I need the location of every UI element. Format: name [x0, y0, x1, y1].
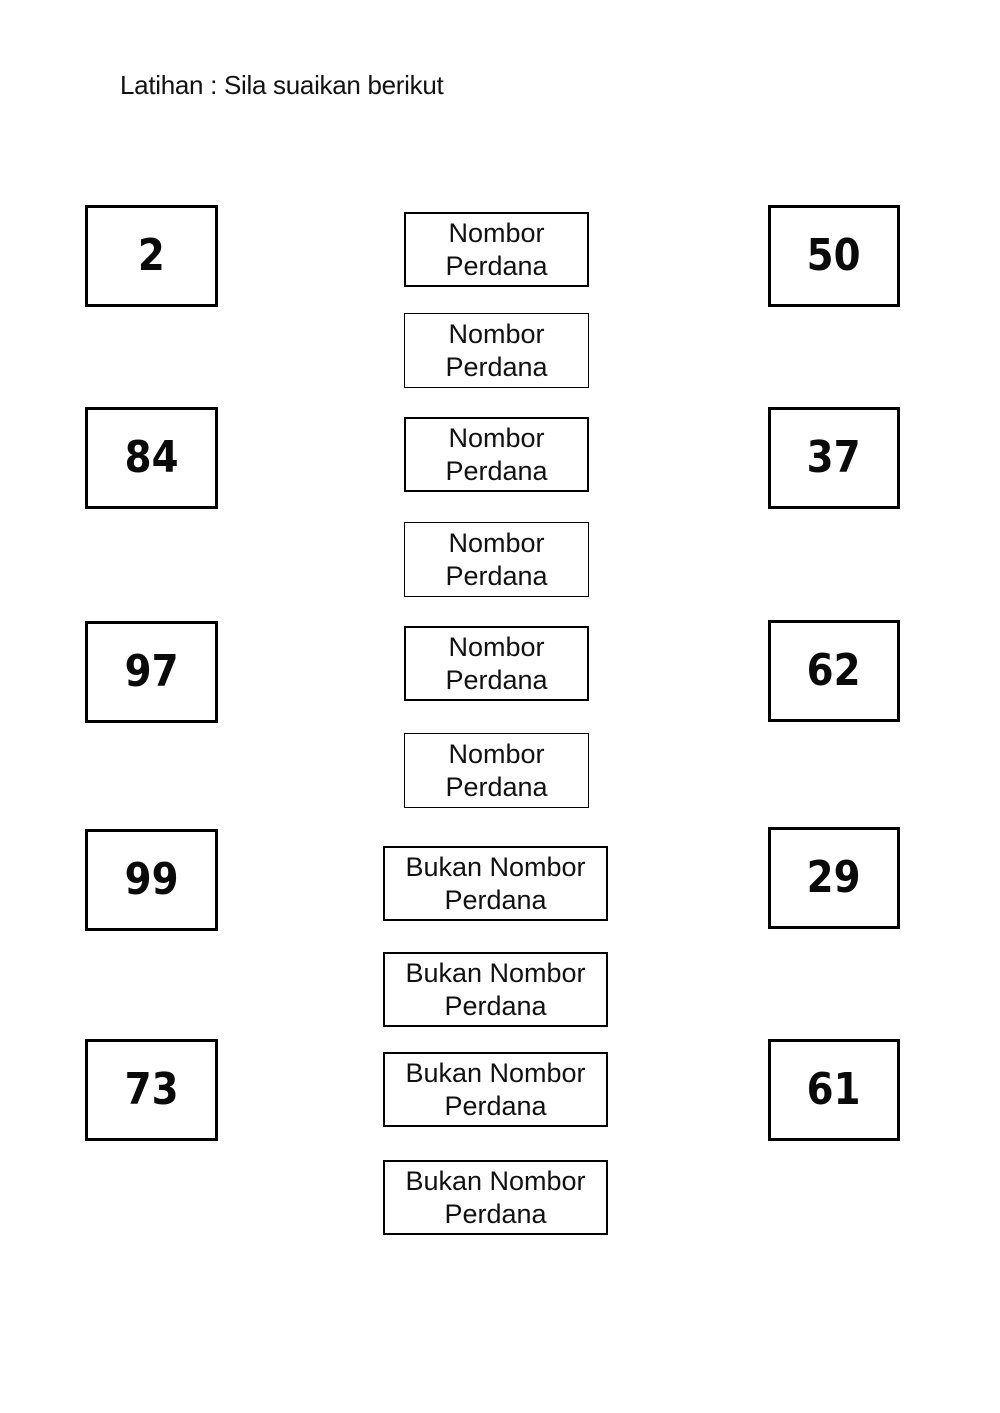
label-line-2: Perdana [444, 884, 547, 915]
label-line-2: Perdana [445, 351, 548, 382]
worksheet-title: Latihan : Sila suaikan berikut [120, 70, 444, 100]
number-label: 61 [807, 1064, 861, 1115]
label-line-1: Nombor [448, 318, 545, 349]
number-box-left-1[interactable]: 2 [85, 205, 218, 307]
label-line-1: Bukan Nombor [405, 1165, 586, 1196]
label-line-2: Perdana [444, 1090, 547, 1121]
number-box-left-3[interactable]: 97 [85, 621, 218, 723]
label-line-1: Nombor [448, 527, 545, 558]
number-label: 97 [124, 646, 179, 697]
match-box-notprime-3[interactable]: Bukan Nombor Perdana [383, 1052, 608, 1127]
number-box-right-2[interactable]: 37 [768, 407, 900, 509]
label-line-2: Perdana [445, 771, 548, 802]
match-box-notprime-2[interactable]: Bukan Nombor Perdana [383, 952, 608, 1027]
match-box-prime-1[interactable]: Nombor Perdana [404, 212, 589, 287]
label-line-1: Bukan Nombor [405, 957, 586, 988]
number-box-left-4[interactable]: 99 [85, 829, 218, 931]
label-line-2: Perdana [445, 455, 548, 486]
number-label: 37 [807, 432, 861, 483]
match-box-prime-3[interactable]: Nombor Perdana [404, 417, 589, 492]
match-box-prime-6[interactable]: Nombor Perdana [404, 733, 589, 808]
number-label: 99 [124, 854, 179, 905]
number-label: 2 [138, 230, 165, 281]
label-line-2: Perdana [445, 250, 548, 281]
number-label: 50 [807, 230, 861, 281]
match-box-prime-2[interactable]: Nombor Perdana [404, 313, 589, 388]
label-line-2: Perdana [444, 990, 547, 1021]
number-box-right-1[interactable]: 50 [768, 205, 900, 307]
match-box-prime-5[interactable]: Nombor Perdana [404, 626, 589, 701]
label-line-2: Perdana [445, 560, 548, 591]
label-line-2: Perdana [445, 664, 548, 695]
number-box-left-5[interactable]: 73 [85, 1039, 218, 1141]
label-line-1: Nombor [448, 217, 545, 248]
label-line-1: Nombor [448, 631, 545, 662]
number-box-right-5[interactable]: 61 [768, 1039, 900, 1141]
number-label: 84 [124, 432, 179, 483]
number-label: 73 [124, 1064, 179, 1115]
number-box-left-2[interactable]: 84 [85, 407, 218, 509]
number-label: 29 [807, 852, 861, 903]
label-line-1: Bukan Nombor [405, 851, 586, 882]
label-line-1: Nombor [448, 738, 545, 769]
label-line-1: Bukan Nombor [405, 1057, 586, 1088]
label-line-2: Perdana [444, 1198, 547, 1229]
match-box-notprime-1[interactable]: Bukan Nombor Perdana [383, 846, 608, 921]
number-box-right-4[interactable]: 29 [768, 827, 900, 929]
number-box-right-3[interactable]: 62 [768, 620, 900, 722]
label-line-1: Nombor [448, 422, 545, 453]
number-label: 62 [807, 645, 861, 696]
match-box-prime-4[interactable]: Nombor Perdana [404, 522, 589, 597]
match-box-notprime-4[interactable]: Bukan Nombor Perdana [383, 1160, 608, 1235]
